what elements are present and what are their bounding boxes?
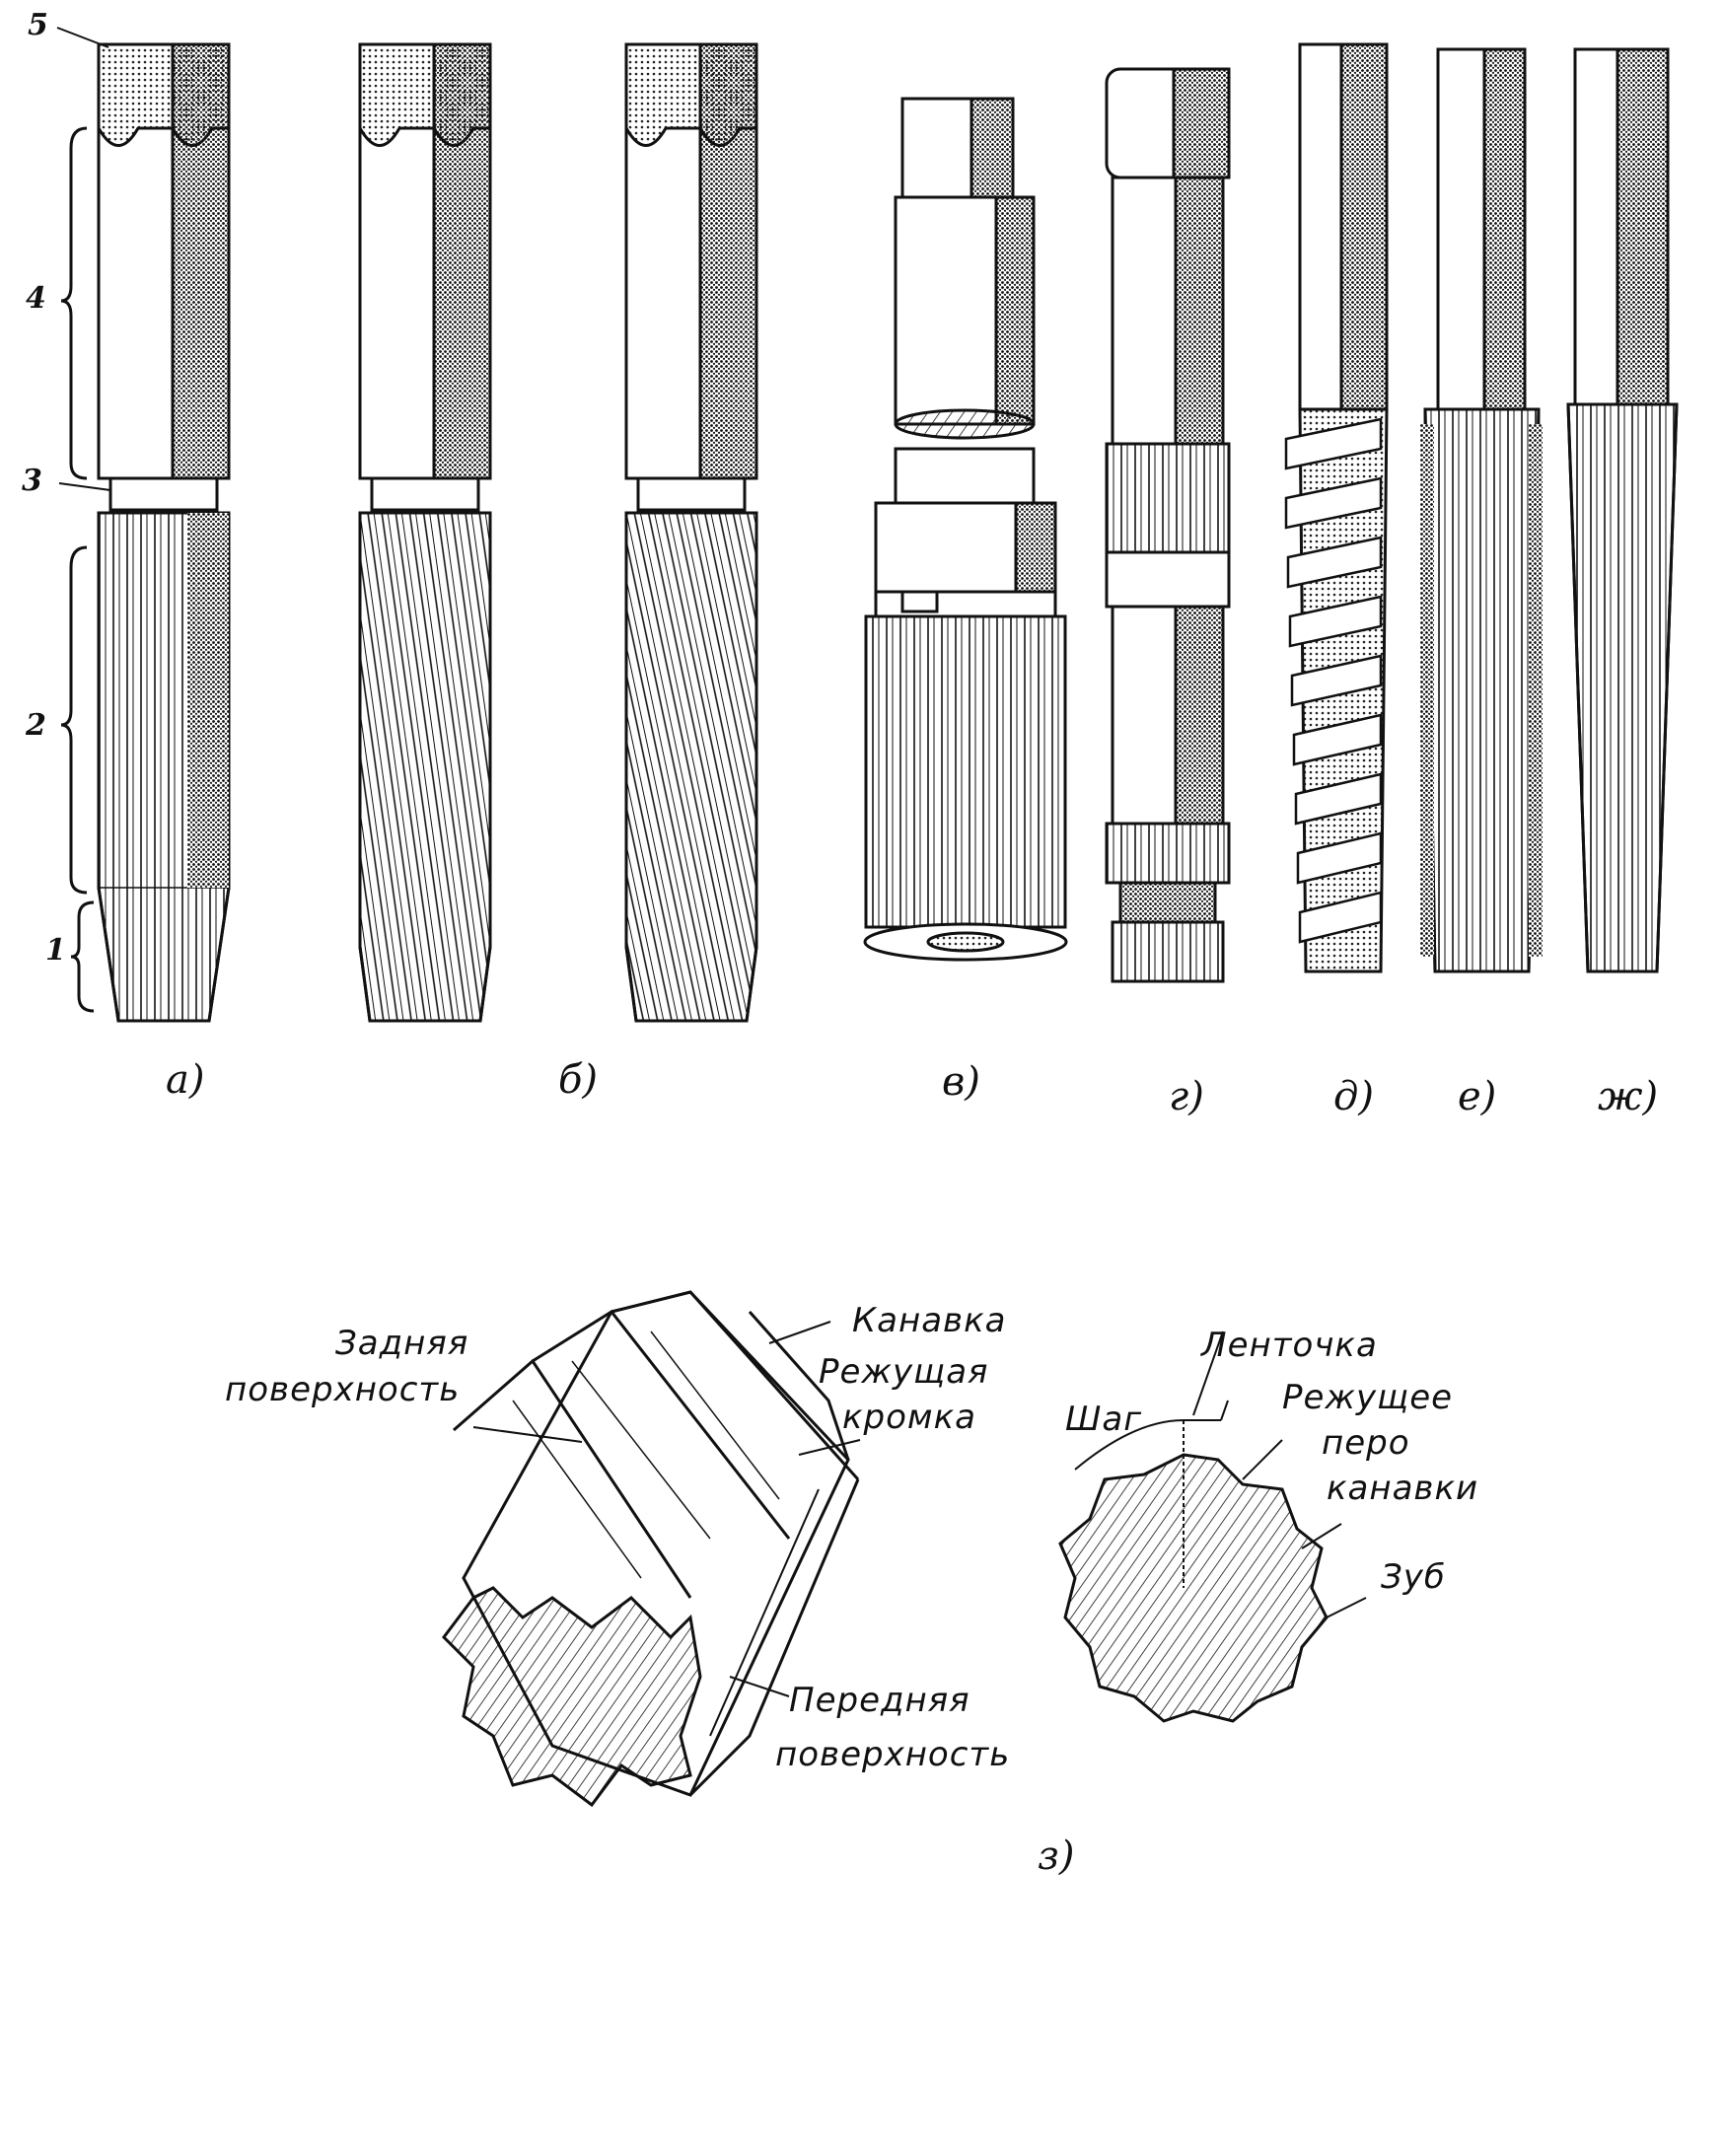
term-front-surface-2: поверхность xyxy=(775,1735,1010,1774)
reamer-a xyxy=(97,42,231,1023)
term-cutting-feather-2: перо xyxy=(1322,1423,1410,1463)
caption-g: г) xyxy=(1169,1074,1204,1119)
reamer-b xyxy=(358,42,492,1023)
term-groove: Канавка xyxy=(852,1301,1006,1340)
reamer-zh xyxy=(1566,47,1679,973)
term-cutting-feather-1: Режущее xyxy=(1282,1378,1453,1417)
term-front-surface-1: Передняя xyxy=(789,1681,970,1720)
part-number-3: 3 xyxy=(22,464,42,498)
term-tooth: Зуб xyxy=(1381,1557,1446,1597)
reamer-e xyxy=(1420,47,1543,973)
leaders-cross xyxy=(1074,1330,1367,1618)
term-cutting-edge-2: кромка xyxy=(842,1398,976,1437)
term-cutting-edge-1: Режущая xyxy=(819,1352,988,1392)
part-number-5: 5 xyxy=(28,8,48,42)
term-back-surface-1: Задняя xyxy=(335,1324,468,1363)
part-number-2: 2 xyxy=(25,708,46,743)
caption-a: а) xyxy=(166,1057,204,1103)
reamer-d xyxy=(1284,42,1389,973)
part-number-1: 1 xyxy=(45,933,66,968)
reamer-b2 xyxy=(624,42,758,1023)
term-land: Ленточка xyxy=(1199,1326,1378,1365)
part-braces xyxy=(56,27,111,1013)
caption-e: е) xyxy=(1458,1074,1496,1119)
part-number-4: 4 xyxy=(26,281,46,316)
caption-d: д) xyxy=(1333,1074,1374,1119)
caption-v: в) xyxy=(942,1059,980,1105)
reamer-cross-section xyxy=(1058,1453,1329,1723)
term-cutting-feather-3: канавки xyxy=(1327,1469,1478,1508)
term-step: Шаг xyxy=(1065,1400,1142,1439)
leaders-3d xyxy=(472,1321,861,1697)
caption-zh: ж) xyxy=(1598,1074,1658,1119)
reamer-g xyxy=(1105,67,1231,983)
caption-b: б) xyxy=(558,1057,598,1103)
reamer-3d-section xyxy=(442,1290,860,1808)
term-back-surface-2: поверхность xyxy=(225,1370,460,1409)
caption-z: з) xyxy=(1038,1833,1074,1879)
reamer-v xyxy=(863,97,1068,962)
